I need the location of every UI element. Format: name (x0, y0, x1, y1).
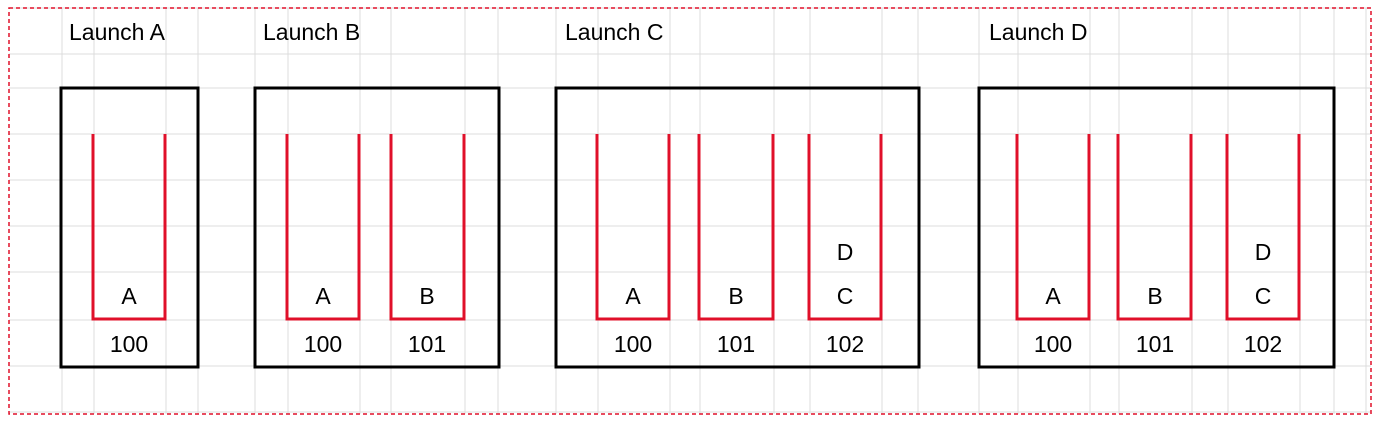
slot-item: A (121, 283, 137, 309)
slot-tube (595, 134, 671, 321)
slot-item: C (1255, 283, 1272, 309)
slot-tube (1225, 134, 1301, 321)
slot-number: 101 (408, 331, 446, 357)
slot-item: B (1147, 283, 1162, 309)
slot-number: 102 (1244, 331, 1282, 357)
slot-tube (389, 134, 466, 321)
slot-item: A (625, 283, 641, 309)
launch-title: Launch B (263, 19, 360, 45)
slot-tube (285, 134, 361, 321)
launch-title: Launch A (69, 19, 166, 45)
launch-group-a: Launch A A 100 (59, 19, 200, 369)
launch-box (253, 86, 501, 369)
slot-item: B (419, 283, 434, 309)
slot-item: A (1045, 283, 1061, 309)
launch-group-b: Launch B A 100 B 101 (253, 19, 501, 369)
slot-number: 101 (717, 331, 755, 357)
slot-number: 100 (1034, 331, 1072, 357)
slot-item: D (837, 239, 854, 265)
launch-title: Launch D (989, 19, 1087, 45)
slot-tube (1116, 134, 1193, 321)
slot-item: D (1255, 239, 1272, 265)
launch-group-c: Launch C A 100 B 101 C D 102 (554, 19, 921, 369)
slot-tube (1015, 134, 1091, 321)
slot-item: C (837, 283, 854, 309)
slot-number: 100 (304, 331, 342, 357)
slot-number: 100 (614, 331, 652, 357)
launch-title: Launch C (565, 19, 663, 45)
launch-box (977, 86, 1336, 369)
outer-dashed-frame (8, 7, 1372, 415)
slot-item: B (728, 283, 743, 309)
launch-box (59, 86, 200, 369)
slot-number: 100 (110, 331, 148, 357)
launch-box (554, 86, 921, 369)
slot-item: A (315, 283, 331, 309)
slot-number: 101 (1136, 331, 1174, 357)
slot-tube (697, 134, 775, 321)
slot-tube (91, 134, 167, 321)
launch-group-d: Launch D A 100 B 101 C D 102 (977, 19, 1336, 369)
slot-tube (807, 134, 883, 321)
slot-number: 102 (826, 331, 864, 357)
